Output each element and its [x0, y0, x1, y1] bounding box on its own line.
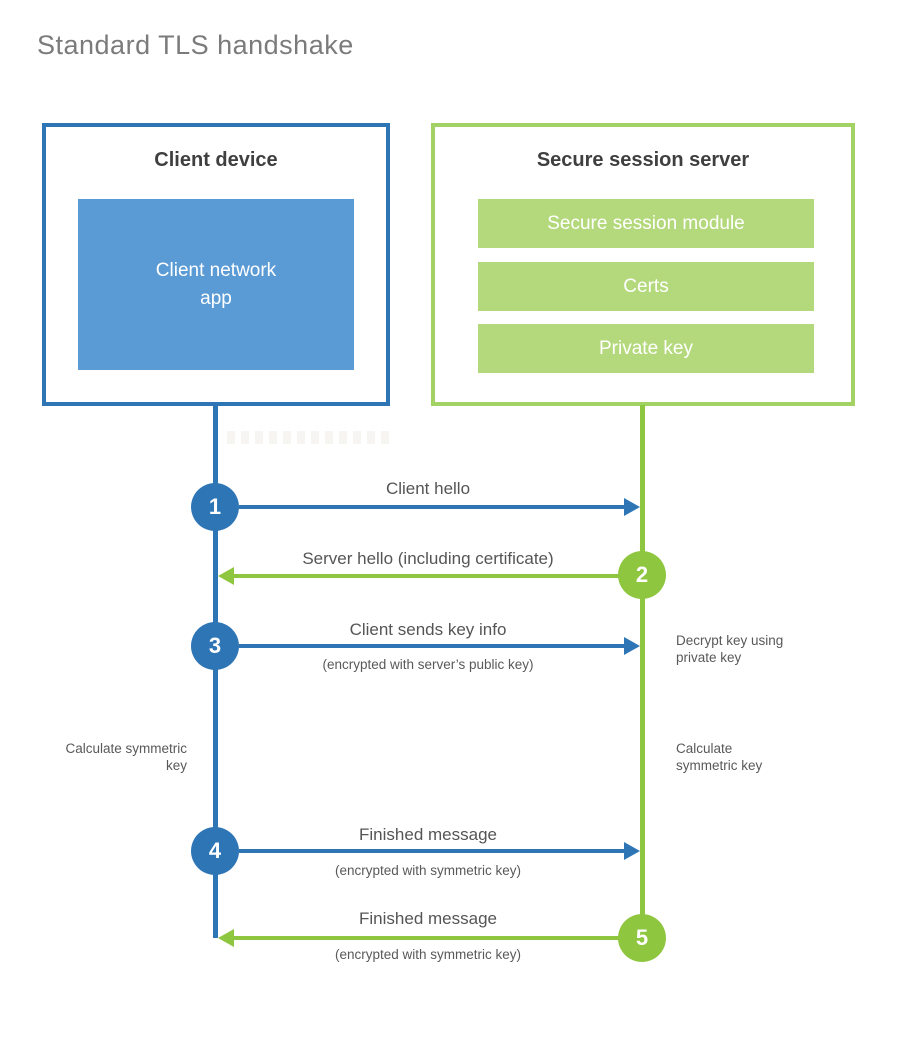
decrypt-key-note: Decrypt key using private key — [676, 633, 784, 665]
server-lifeline — [640, 405, 645, 940]
step-5-sublabel: (encrypted with symmetric key) — [334, 947, 522, 962]
private-key-label: Private key — [599, 337, 693, 359]
step-2-circle: 2 — [618, 551, 666, 599]
step-1-arrow-right — [239, 498, 640, 516]
certs-label: Certs — [623, 275, 669, 297]
step-2-arrow-left — [218, 567, 644, 585]
calculate-symmetric-key-note-client: Calculate symmetric key — [65, 741, 187, 773]
step-4-label: Finished message — [359, 825, 497, 844]
step-1-circle: 1 — [191, 483, 239, 531]
page-title: Standard TLS handshake — [37, 30, 354, 60]
step-4-sublabel: (encrypted with symmetric key) — [334, 863, 522, 878]
client-network-app-module: Client network app — [78, 199, 354, 370]
step-3-sublabel: (encrypted with server’s public key) — [322, 657, 534, 672]
client-device-title: Client device — [154, 149, 278, 171]
private-key-bar: Private key — [478, 324, 814, 373]
step-3-arrow-right — [239, 637, 640, 655]
certs-bar: Certs — [478, 262, 814, 311]
calculate-symmetric-key-note-server: Calculate symmetric key — [676, 741, 763, 773]
secure-session-server-title: Secure session server — [536, 149, 750, 171]
step-2-label: Server hello (including certificate) — [302, 549, 554, 568]
secure-session-server-box: Secure session server Secure session mod… — [431, 123, 855, 406]
faint-dashed-artifact — [227, 431, 393, 444]
step-3-circle: 3 — [191, 622, 239, 670]
step-4-circle: 4 — [191, 827, 239, 875]
client-network-app-label: Client network app — [155, 259, 277, 309]
step-1-label: Client hello — [385, 479, 471, 498]
step-4-arrow-right — [239, 842, 640, 860]
step-5-label: Finished message — [359, 909, 497, 928]
secure-session-module-label: Secure session module — [547, 212, 745, 234]
step-3-label: Client sends key info — [349, 620, 507, 639]
client-device-box: Client device Client network app — [42, 123, 390, 406]
step-5-arrow-left — [218, 929, 644, 947]
secure-session-module-bar: Secure session module — [478, 199, 814, 248]
step-5-circle: 5 — [618, 914, 666, 962]
client-lifeline — [213, 405, 218, 938]
